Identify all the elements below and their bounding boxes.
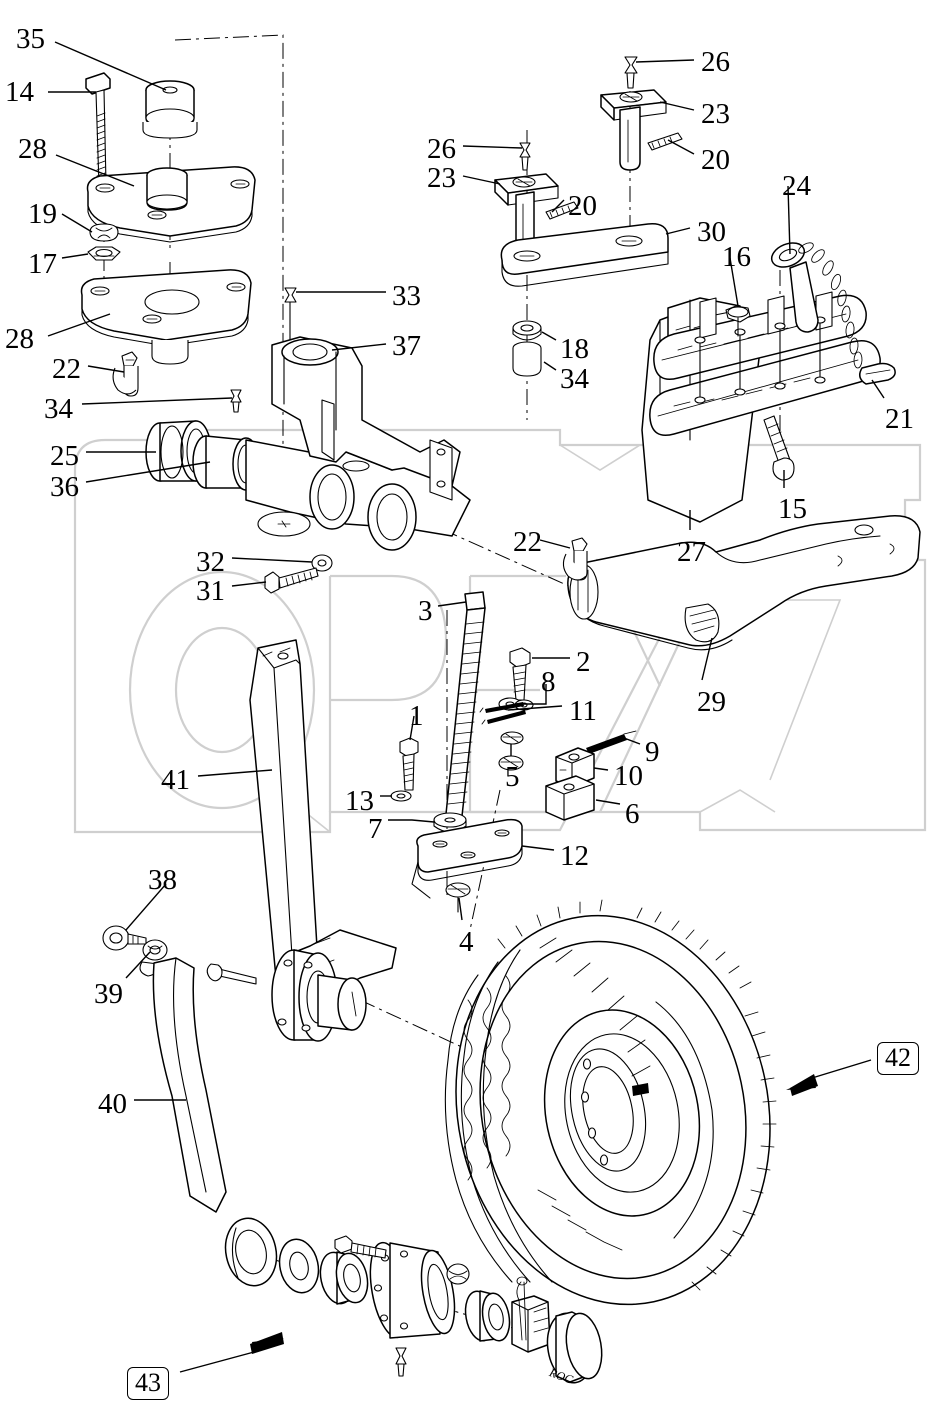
callout-30[interactable]: 30 — [697, 216, 726, 248]
part-17-hex-nut — [87, 246, 121, 261]
callout-39[interactable]: 39 — [94, 978, 123, 1010]
part-30-cross-bar — [500, 223, 669, 287]
leader-lines — [47, 41, 885, 1373]
callout-31[interactable]: 31 — [196, 575, 225, 607]
callout-1[interactable]: 1 — [409, 700, 424, 732]
part-35-bushing-lower — [146, 167, 188, 211]
part-34-bushing-spacer — [512, 341, 542, 377]
callout-23-right[interactable]: 23 — [701, 98, 730, 130]
part-4-lock-nut-lower — [445, 882, 471, 913]
callout-34-right[interactable]: 34 — [560, 363, 589, 395]
callout-6[interactable]: 6 — [625, 798, 640, 830]
callout-22-upper[interactable]: 22 — [52, 353, 81, 385]
part-15-carriage-bolt — [763, 415, 795, 481]
callout-9[interactable]: 9 — [645, 736, 660, 768]
callout-7[interactable]: 7 — [368, 813, 383, 845]
callout-37[interactable]: 37 — [392, 330, 421, 362]
boxed-callout-43[interactable]: 43 — [127, 1367, 169, 1400]
callout-28-upper[interactable]: 28 — [18, 133, 47, 165]
part-27-bracket-weldment — [641, 291, 881, 523]
part-34-grease-fitting — [230, 389, 242, 413]
callout-17[interactable]: 17 — [28, 248, 57, 280]
callout-12[interactable]: 12 — [560, 840, 589, 872]
part-29-axle-arm — [567, 515, 921, 651]
callout-40[interactable]: 40 — [98, 1088, 127, 1120]
callout-23-left[interactable]: 23 — [427, 162, 456, 194]
boxed-callout-42[interactable]: 42 — [877, 1042, 919, 1075]
callout-41[interactable]: 41 — [161, 764, 190, 796]
part-43-hub-kit — [224, 1217, 603, 1384]
callout-15[interactable]: 15 — [778, 493, 807, 525]
part-32-washer — [311, 554, 333, 572]
part-38-washer-bolt — [102, 925, 147, 951]
callout-26-left[interactable]: 26 — [427, 133, 456, 165]
part-11-cotter-pins — [479, 702, 526, 725]
part-19-lock-washer — [89, 223, 119, 242]
part-33-grease-nipple — [284, 287, 297, 341]
part-13-washer-small — [390, 790, 412, 802]
callout-4[interactable]: 4 — [459, 926, 474, 958]
callout-28-lower[interactable]: 28 — [5, 323, 34, 355]
part-10-clamp-block — [555, 747, 595, 788]
callout-27[interactable]: 27 — [677, 536, 706, 568]
callout-19[interactable]: 19 — [28, 198, 57, 230]
callout-3[interactable]: 3 — [418, 595, 433, 627]
callout-18[interactable]: 18 — [560, 333, 589, 365]
part-16-hex-bolt-upper — [725, 305, 751, 337]
part-28-plate-lower — [80, 269, 252, 365]
callout-32[interactable]: 32 — [196, 546, 225, 578]
part-22-lynch-pin-upper — [112, 351, 139, 397]
callout-22-lower[interactable]: 22 — [513, 526, 542, 558]
callout-38[interactable]: 38 — [148, 864, 177, 896]
callout-24[interactable]: 24 — [782, 170, 811, 202]
callout-10[interactable]: 10 — [614, 760, 643, 792]
callout-13[interactable]: 13 — [345, 785, 374, 817]
callout-35[interactable]: 35 — [16, 23, 45, 55]
part-1-hex-bolt-small — [399, 737, 419, 791]
part-31-hex-bolt — [264, 567, 319, 594]
part-group-right-leg — [600, 56, 683, 171]
part-9-roll-pin — [586, 730, 637, 754]
part-2-hex-bolt-medium — [509, 647, 531, 701]
part-group-left-leg — [494, 142, 579, 257]
part-25-36-bushings — [145, 420, 260, 491]
part-12-base-plate — [411, 818, 523, 899]
part-35-rubber-bushing — [142, 80, 198, 139]
callout-14[interactable]: 14 — [5, 76, 34, 108]
callout-8[interactable]: 8 — [541, 666, 556, 698]
callout-20-left[interactable]: 20 — [568, 190, 597, 222]
callout-2[interactable]: 2 — [576, 646, 591, 678]
callout-36[interactable]: 36 — [50, 471, 79, 503]
part-6-stop-block — [545, 775, 595, 821]
part-spindle-hub-flange — [206, 949, 367, 1042]
callout-34-left[interactable]: 34 — [44, 393, 73, 425]
callout-11[interactable]: 11 — [569, 695, 597, 727]
callout-21[interactable]: 21 — [885, 403, 914, 435]
part-40-scraper-blade — [152, 957, 227, 1213]
callout-5[interactable]: 5 — [505, 761, 520, 793]
callout-29[interactable]: 29 — [697, 686, 726, 718]
callout-16[interactable]: 16 — [722, 241, 751, 273]
part-39-spring-clip — [139, 939, 168, 977]
part-18-washer — [512, 320, 542, 341]
part-22-lynch-pin-lower — [562, 537, 588, 581]
callout-26-right[interactable]: 26 — [701, 46, 730, 78]
part-3-threaded-rod — [445, 591, 486, 817]
part-14-long-bolt — [85, 72, 111, 187]
part-42-tire-wheel — [444, 899, 777, 1306]
callout-20-right[interactable]: 20 — [701, 144, 730, 176]
callout-25[interactable]: 25 — [50, 440, 79, 472]
part-24-hitch-pin-with-chain — [770, 242, 896, 385]
part-41-spindle-arm — [249, 639, 397, 1003]
part-axle-center-casting — [245, 336, 471, 551]
callout-33[interactable]: 33 — [392, 280, 421, 312]
